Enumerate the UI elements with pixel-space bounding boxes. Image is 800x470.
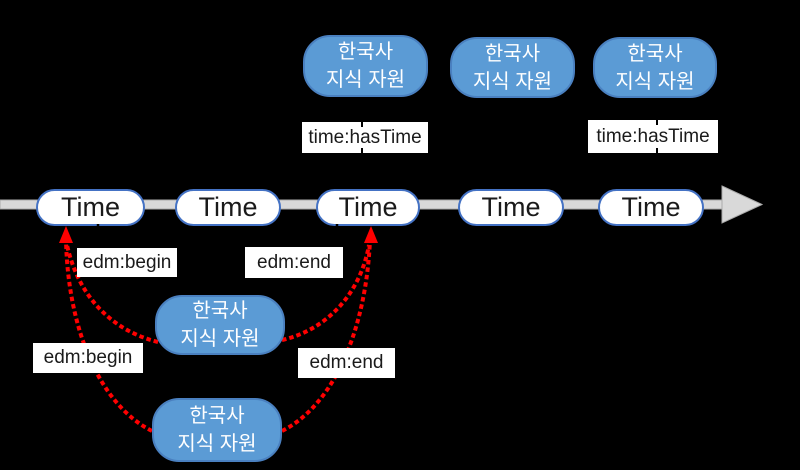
bubble-text-line1: 한국사 — [627, 42, 683, 65]
time-node-1: Time — [36, 189, 145, 226]
time-node-label: Time — [338, 192, 398, 222]
knowledge-resource-bubble-middle: 한국사 지식 자원 — [155, 295, 285, 355]
time-node-label: Time — [198, 192, 258, 222]
bubble-text-line1: 한국사 — [189, 405, 245, 427]
bubble-text-line2: 지식 자원 — [325, 69, 406, 91]
time-node-label: Time — [61, 192, 120, 222]
time-node-label: Time — [621, 192, 681, 222]
edm-end-curve-middle — [281, 244, 371, 342]
knowledge-resource-bubble-top-2: 한국사 지식 자원 — [450, 37, 575, 98]
time-node-4: Time — [458, 189, 564, 226]
bubble-text-line2: 지식 자원 — [615, 70, 695, 93]
bubble-text-line1: 한국사 — [337, 41, 394, 63]
knowledge-resource-bubble-top-3: 한국사 지식 자원 — [593, 37, 717, 98]
knowledge-resource-bubble-top-1: 한국사 지식 자원 — [303, 35, 428, 97]
relation-label-edm-begin-lower: edm:begin — [33, 343, 143, 373]
bubble-text-line1: 한국사 — [192, 300, 248, 322]
edm-end-up-arrowhead-icon — [364, 226, 378, 243]
time-node-5: Time — [598, 189, 704, 226]
time-node-label: Time — [481, 192, 541, 222]
time-node-3: Time — [316, 189, 420, 226]
bubble-text-line2: 지식 자원 — [180, 328, 260, 350]
timeline-right-arrowhead-icon — [721, 185, 764, 224]
bubble-text-line2: 지식 자원 — [472, 70, 553, 93]
bubble-text-line1: 한국사 — [484, 42, 541, 65]
edm-begin-up-arrowhead-icon — [59, 226, 73, 243]
relation-label-edm-end-lower: edm:end — [298, 348, 395, 378]
relation-label-edm-end-upper: edm:end — [245, 247, 343, 278]
knowledge-resource-bubble-bottom: 한국사 지식 자원 — [152, 398, 282, 462]
relation-label-has-time-2: time:hasTime — [588, 120, 718, 153]
relation-label-has-time-1: time:hasTime — [302, 122, 428, 153]
relation-label-edm-begin-upper: edm:begin — [77, 248, 177, 277]
time-node-2: Time — [175, 189, 281, 226]
edm-begin-curve-middle — [65, 244, 159, 344]
bubble-text-line2: 지식 자원 — [177, 433, 257, 455]
